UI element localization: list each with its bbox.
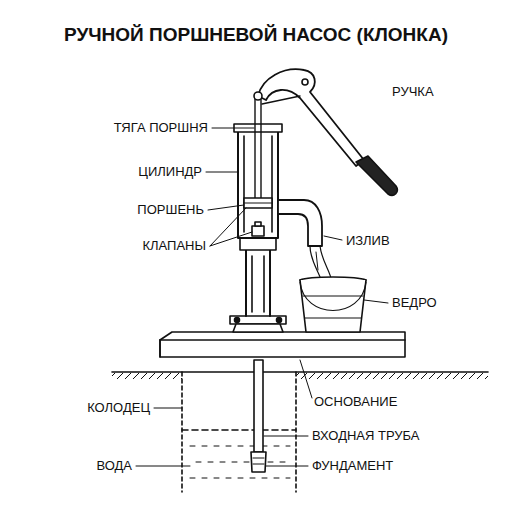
diagram-title: РУЧНОЙ ПОРШНЕВОЙ НАСОС (КЛОНКА): [0, 24, 512, 46]
part-label: ЦИЛИНДР: [138, 164, 202, 180]
part-label: ПОРШЕНЬ: [137, 202, 204, 218]
part-label: КЛАПАНЫ: [142, 238, 206, 254]
part-label: РУЧКА: [392, 84, 434, 100]
part-label: ВЕДРО: [392, 295, 437, 311]
part-label: КОЛОДЕЦ: [87, 400, 150, 416]
part-label: ИЗЛИВ: [346, 233, 390, 249]
part-label: ОСНОВАНИЕ: [314, 394, 397, 410]
part-label: ФУНДАМЕНТ: [312, 458, 393, 474]
part-label: ВОДА: [96, 458, 132, 474]
part-label: ВХОДНАЯ ТРУБА: [312, 428, 420, 444]
part-label: ТЯГА ПОРШНЯ: [114, 120, 208, 136]
